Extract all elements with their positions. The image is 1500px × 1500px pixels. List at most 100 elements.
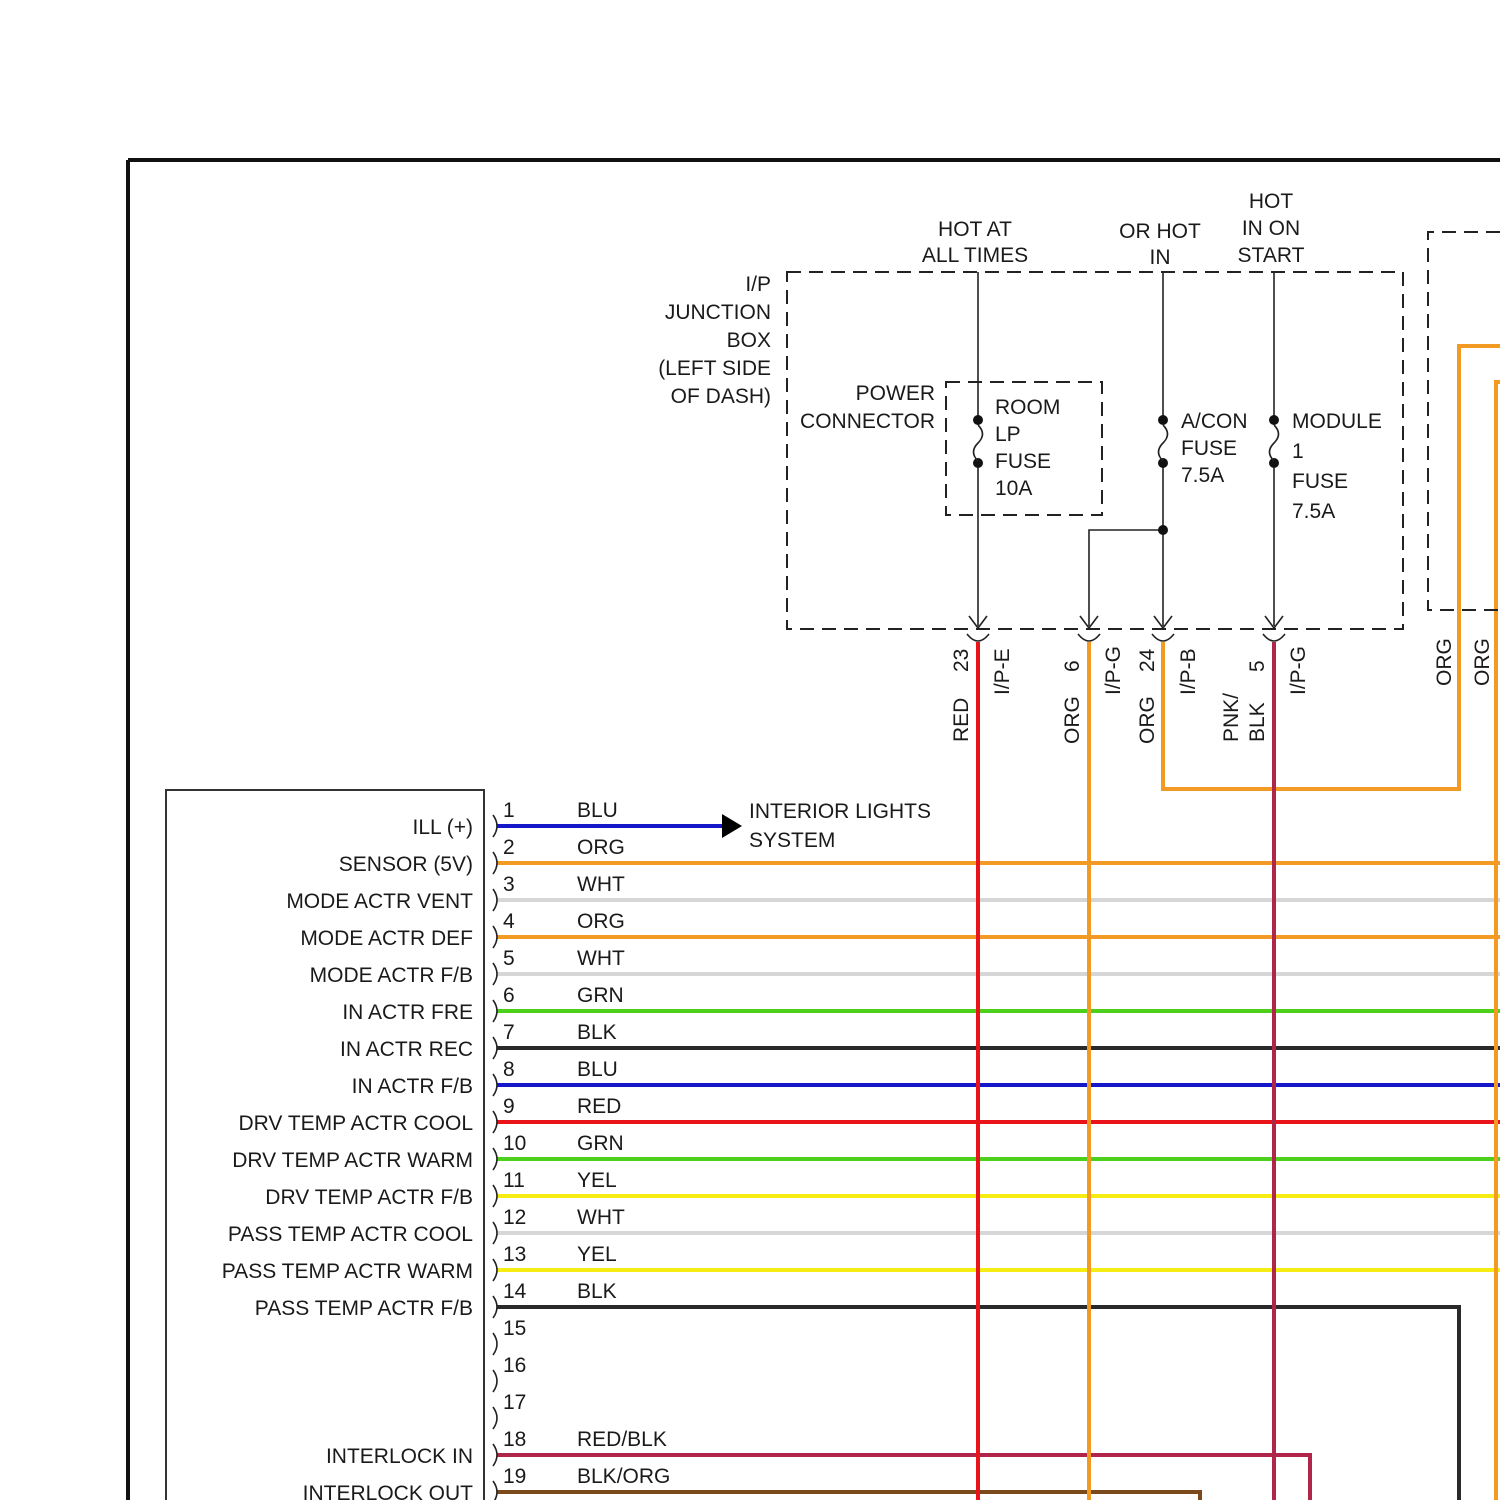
pin-17-bracket: [493, 1407, 497, 1429]
pin-8-bracket: [493, 1074, 497, 1096]
pin-13-function-label: PASS TEMP ACTR WARM: [222, 1260, 473, 1283]
pin-4-bracket: [493, 926, 497, 948]
junction-box-outline: [787, 272, 1403, 629]
pin-12-bracket: [493, 1222, 497, 1244]
hot-in-on-start-label-line-3: START: [1238, 244, 1305, 267]
pin-19-wire-color-label: BLK/ORG: [577, 1465, 670, 1488]
hot-in-on-start-label-line-1: HOT: [1249, 190, 1294, 213]
pin-13-number: 13: [503, 1243, 526, 1266]
pin-8-number: 8: [503, 1058, 515, 1081]
pin-12-wire-color-label: WHT: [577, 1206, 625, 1229]
pin-7-wire-color-label: BLK: [577, 1021, 617, 1044]
pin-14-number: 14: [503, 1280, 527, 1303]
pin-18-bracket: [493, 1444, 497, 1466]
terminal-connector-label-3: I/P-B: [1177, 648, 1200, 695]
pin-15-number: 15: [503, 1317, 526, 1340]
right-box-wire-label-2: ORG: [1471, 638, 1494, 686]
junction-box-label-line-5: OF DASH): [671, 385, 771, 408]
pin-10-number: 10: [503, 1132, 526, 1155]
pin-1-wire-color-label: BLU: [577, 799, 618, 822]
terminal-pin-label-4: 5: [1246, 660, 1269, 672]
pin-1-function-label: ILL (+): [413, 816, 474, 839]
or-hot-in-label-line-1: OR HOT: [1119, 220, 1201, 243]
interior-lights-label-line-1: INTERIOR LIGHTS: [749, 800, 931, 823]
pin-16-bracket: [493, 1370, 497, 1392]
acon-fuse-label-line-2: FUSE: [1181, 437, 1237, 460]
pin-2-number: 2: [503, 836, 515, 859]
hot-in-on-start-label-line-2: IN ON: [1242, 217, 1300, 240]
pin-6-number: 6: [503, 984, 515, 1007]
pin-19-bracket: [493, 1481, 497, 1500]
terminal-pin-label-3: 24: [1136, 648, 1159, 672]
terminal-pin-label-2: 6: [1061, 660, 1084, 672]
room-lp-fuse-label-line-1: ROOM: [995, 396, 1060, 419]
acon-fuse-dot-top: [1158, 415, 1168, 425]
pin-10-bracket: [493, 1148, 497, 1170]
pin-6-bracket: [493, 1000, 497, 1022]
pin-6-function-label: IN ACTR FRE: [342, 1001, 473, 1024]
pin-12-function-label: PASS TEMP ACTR COOL: [228, 1223, 473, 1246]
pin-9-function-label: DRV TEMP ACTR COOL: [238, 1112, 473, 1135]
interior-lights-label-line-2: SYSTEM: [749, 829, 835, 852]
acon-fuse-dot-bottom: [1158, 458, 1168, 468]
pin-19-function-label: INTERLOCK OUT: [303, 1482, 474, 1500]
pin-2-bracket: [493, 852, 497, 874]
pin-3-wire-color-label: WHT: [577, 873, 625, 896]
pin-10-wire-color-label: GRN: [577, 1132, 624, 1155]
pin-2-function-label: SENSOR (5V): [339, 853, 473, 876]
pin-13-bracket: [493, 1259, 497, 1281]
module1-fuse-label-line-3: FUSE: [1292, 470, 1348, 493]
hot-at-all-times-label-line-2: ALL TIMES: [922, 244, 1028, 267]
acon-splice-dot: [1158, 525, 1168, 535]
pin-7-number: 7: [503, 1021, 515, 1044]
module1-fuse-label-line-2: 1: [1292, 440, 1304, 463]
right-box-wire-label-1: ORG: [1433, 638, 1456, 686]
junction-box-label-line-1: I/P: [745, 273, 771, 296]
acon-fuse-label-line-1: A/CON: [1181, 410, 1248, 433]
pin-1-number: 1: [503, 799, 515, 822]
pin-16-number: 16: [503, 1354, 526, 1377]
pin-5-number: 5: [503, 947, 515, 970]
pin-18-number: 18: [503, 1428, 526, 1451]
module1-fuse-dot-top: [1269, 415, 1279, 425]
pin-8-wire-color-label: BLU: [577, 1058, 618, 1081]
pin-7-bracket: [493, 1037, 497, 1059]
acon-branch-lead: [1089, 530, 1163, 626]
pin-19-number: 19: [503, 1465, 526, 1488]
pin-4-wire-color-label: ORG: [577, 910, 625, 933]
room-lp-fuse-dot-top: [973, 415, 983, 425]
pin-5-wire-color-label: WHT: [577, 947, 625, 970]
pin-5-bracket: [493, 963, 497, 985]
right-box-outline: [1428, 232, 1500, 610]
feed-red-label: RED: [950, 698, 973, 742]
junction-box-label-line-3: BOX: [727, 329, 771, 352]
right-org-wire: [1496, 382, 1500, 1500]
pin-7-function-label: IN ACTR REC: [340, 1038, 473, 1061]
junction-box-label-line-4: (LEFT SIDE: [658, 357, 771, 380]
acon-fuse-label-line-3: 7.5A: [1181, 464, 1224, 487]
terminal-pin-label-1: 23: [950, 649, 973, 672]
module1-fuse-label-line-1: MODULE: [1292, 410, 1382, 433]
pin-5-function-label: MODE ACTR F/B: [310, 964, 473, 987]
terminal-connector-label-2: I/P-G: [1102, 646, 1125, 695]
power-connector-label-line-1: POWER: [856, 382, 935, 405]
pin-11-function-label: DRV TEMP ACTR F/B: [265, 1186, 473, 1209]
terminal-connector-label-1: I/P-E: [991, 648, 1014, 695]
pin-11-bracket: [493, 1185, 497, 1207]
room-lp-fuse-label-line-3: FUSE: [995, 450, 1051, 473]
pin-13-wire-color-label: YEL: [577, 1243, 617, 1266]
pin-3-bracket: [493, 889, 497, 911]
hot-at-all-times-label-line-1: HOT AT: [938, 218, 1012, 241]
junction-box-label-line-2: JUNCTION: [665, 301, 771, 324]
terminal-cup-4: [1263, 634, 1285, 641]
pin-9-bracket: [493, 1111, 497, 1133]
pin-6-wire-color-label: GRN: [577, 984, 624, 1007]
terminal-cup-2: [1078, 634, 1100, 641]
pin-9-number: 9: [503, 1095, 515, 1118]
pin-1-bracket: [493, 815, 497, 837]
module1-fuse-dot-bottom: [1269, 458, 1279, 468]
feed-pnk-blk-label-line-1: PNK/: [1220, 693, 1243, 742]
pin-3-function-label: MODE ACTR VENT: [286, 890, 473, 913]
pin-9-wire-color-label: RED: [577, 1095, 621, 1118]
